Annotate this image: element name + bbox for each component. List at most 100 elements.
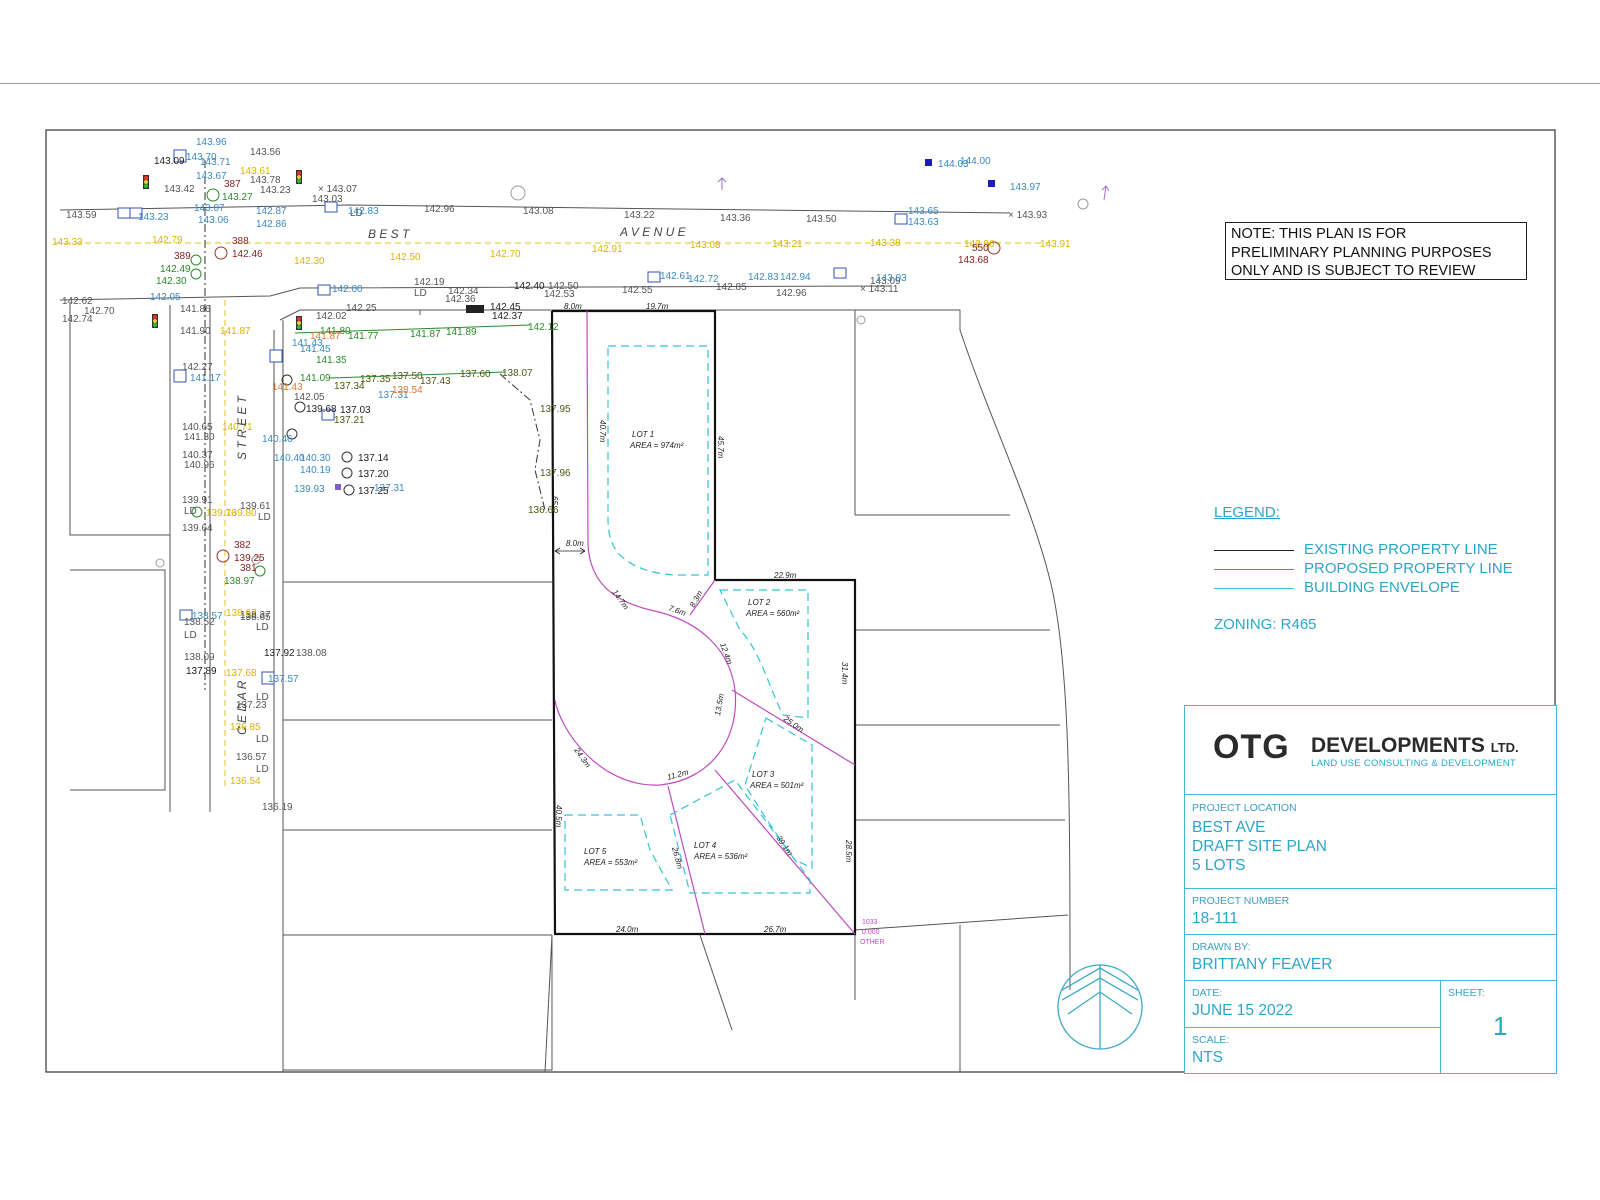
elev-gray-25: 140.65 (182, 422, 213, 433)
elev-gray-50: LD (256, 622, 269, 633)
elev-black-3: 137.20 (358, 469, 389, 480)
lot-labels: LOT 1 AREA = 974m² LOT 2 AREA = 560m² LO… (583, 430, 804, 867)
elev-dark-7: 143.68 (958, 255, 989, 266)
title-block: OTG DEVELOPMENTS LTD. LAND USE CONSULTIN… (1184, 705, 1557, 1074)
elev-olive-4: 138.07 (502, 368, 533, 379)
elev-blue-29: 137.31 (378, 390, 409, 401)
legend-label-existing: EXISTING PROPERTY LINE (1304, 541, 1498, 558)
street-cedar: C E D A R (235, 680, 249, 735)
legend-label-proposed: PROPOSED PROPERTY LINE (1304, 560, 1513, 577)
project-number-value: 18-111 (1192, 910, 1238, 927)
subject-site-boundary (550, 309, 857, 936)
elev-blue-5: 143.06 (198, 215, 229, 226)
elev-yellow-11: 142.96 (964, 239, 995, 250)
elev-yellow-14: 139.80 (226, 508, 257, 519)
elev-dark-2: 389 (174, 251, 191, 262)
dim-45-7: 45.7m (716, 436, 725, 459)
elev-olive-3: 137.60 (460, 369, 491, 380)
lot-1-name: LOT 1 (632, 430, 654, 439)
elev-gray-38: 143.42 (164, 184, 195, 195)
elev-blue-23: 141.17 (190, 373, 221, 384)
lot-1-area: AREA = 974m² (629, 441, 684, 450)
elev-blue-33: 142.05 (150, 292, 181, 303)
elev-yellow-5: 142.91 (592, 244, 623, 255)
dimension-arrows (554, 547, 586, 555)
elev-dark-0: 387 (224, 179, 241, 190)
elev-gray-26: 140.37 (182, 450, 213, 461)
north-arrow (1057, 964, 1143, 1050)
dim-22-9: 22.9m (773, 571, 797, 580)
elev-green-10: 138.97 (224, 576, 255, 587)
elev-blue-6: 142.87 (256, 206, 287, 217)
legend-label-envelope: BUILDING ENVELOPE (1304, 579, 1460, 596)
elev-black-8: 137.92 (264, 648, 295, 659)
elev-blue-11: 143.63 (908, 217, 939, 228)
elev-blue-28: 139.93 (294, 484, 325, 495)
elev-blue-10: 143.65 (908, 206, 939, 217)
dim-19-7: 19.7m (646, 302, 669, 311)
elev-green-1: 142.30 (156, 276, 187, 287)
dimension-labels: 8.0m 19.7m 40.7m 45.7m 8.0m 22.9m 14.7m … (550, 302, 853, 934)
elev-gray-53: LD (414, 288, 427, 299)
elev-gray: 143.59 142.96 143.08 143.22 143.36 143.5… (62, 147, 1048, 813)
elev-yellow-17: 137.68 (226, 668, 257, 679)
elev-blue-2: 143.71 (200, 157, 231, 168)
elev-gray-41: 143.23 (260, 185, 291, 196)
zoning-label: ZONING: R465 (1214, 616, 1317, 633)
elev-orange: 141.43 138.54 141.87 (272, 331, 423, 396)
elev-olive-5: 137.95 (540, 404, 571, 415)
dim-26-8: 26.8m (670, 845, 685, 870)
legend-item-existing: EXISTING PROPERTY LINE (1214, 541, 1534, 559)
elev-gray-14: 142.53 (544, 289, 575, 300)
project-location-line-2: DRAFT SITE PLAN (1192, 838, 1327, 855)
date-value: JUNE 15 2022 (1192, 1002, 1293, 1019)
elev-yellow-10: 143.61 (240, 166, 271, 177)
company-name-main: DEVELOPMENTS (1311, 734, 1485, 757)
elev-blue-30: 137.31 (374, 483, 405, 494)
dim-14-7: 14.7m (610, 588, 630, 612)
elev-gray-37: 136.19 (262, 802, 293, 813)
elev-gray-28: 139.64 (182, 523, 213, 534)
elev-blue-4: 143.07 (194, 203, 225, 214)
elev-gray-35: 137.23 (236, 700, 267, 711)
elev-yellow-15: 139.76 (206, 508, 237, 519)
sheet-value: 1 (1493, 1011, 1508, 1041)
existing-linework (59, 204, 1071, 1073)
elev-gray-1: 142.96 (424, 204, 455, 215)
elev-gray-51: LD (256, 734, 269, 745)
elev-green-2: 142.49 (160, 264, 191, 275)
elev-blue-20: 142.00 (332, 284, 363, 295)
elev-blue-18: 143.97 (1010, 182, 1041, 193)
elev-green-7: 142.12 (528, 322, 559, 333)
elev-dark-1: 388 (232, 236, 249, 247)
elev-orange-2: 141.87 (310, 331, 341, 342)
sheet-frame (45, 129, 1556, 1073)
elev-gray-12: 142.36 (445, 294, 476, 305)
dim-13-5: 13.5m (713, 693, 726, 717)
elev-yellow-7: 143.21 (772, 239, 803, 250)
elev-orange-0: 141.43 (272, 382, 303, 393)
elev-gray-44: 142.05 (294, 392, 325, 403)
legend-swatch-envelope (1214, 588, 1294, 589)
company-suffix: LTD. (1490, 740, 1519, 755)
dim-8-3: 8.3m (688, 589, 705, 609)
elev-black-1: 137.03 (340, 405, 371, 416)
elev-olive-6: 137.96 (540, 468, 571, 479)
date-cell: DATE: JUNE 15 2022 (1185, 980, 1441, 1028)
elev-blue-15: 142.94 (780, 272, 811, 283)
company-tagline: LAND USE CONSULTING & DEVELOPMENT (1311, 758, 1517, 769)
elev-gray-22: 142.02 (316, 311, 347, 322)
lot-5-area: AREA = 553m² (583, 858, 638, 867)
elev-olive-8: 137.34 (334, 381, 365, 392)
elev-gray-55: LD (256, 692, 269, 703)
traffic-lights (143, 170, 302, 330)
elev-gray-27: 139.91 (182, 495, 213, 506)
elev-gray-42: × 143.07 (318, 184, 358, 195)
elev-gray-39: 143.56 (250, 147, 281, 158)
elev-olive-1: 137.50 (392, 371, 423, 382)
lot-2-area: AREA = 560m² (745, 609, 800, 618)
elev-olive-0: 137.35 (360, 374, 391, 385)
elev-blue-16: 143.03 (876, 273, 907, 284)
note-line-1: NOTE: THIS PLAN IS FOR (1231, 226, 1407, 242)
